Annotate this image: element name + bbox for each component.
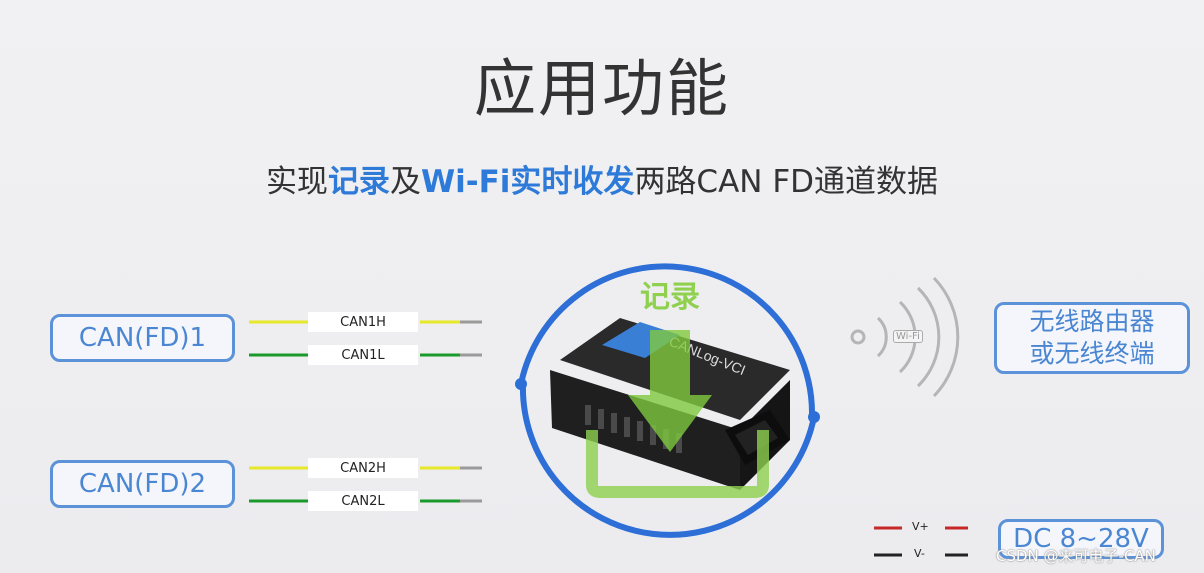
wire-label-can2l: CAN2L xyxy=(308,491,418,511)
can-fd2-box: CAN(FD)2 xyxy=(50,460,235,508)
can-fd1-box: CAN(FD)1 xyxy=(50,314,235,362)
power-neg-label: V- xyxy=(914,547,925,560)
router-box: 无线路由器 或无线终端 xyxy=(994,302,1190,374)
router-label-line1: 无线路由器 xyxy=(1029,306,1154,338)
arc-dot-left xyxy=(515,378,527,390)
record-label: 记录 xyxy=(640,272,700,316)
arc-dot-right xyxy=(808,411,820,423)
router-label-line2: 或无线终端 xyxy=(1029,338,1154,370)
wire-label-can1h: CAN1H xyxy=(308,312,418,332)
wire-label-can1l: CAN1L xyxy=(308,345,418,365)
wifi-label: Wi-Fi xyxy=(893,330,923,343)
wire-label-can2h: CAN2H xyxy=(308,458,418,478)
power-pos-label: V+ xyxy=(912,520,929,533)
watermark: CSDN @来可电子-CAN xyxy=(996,545,1156,566)
